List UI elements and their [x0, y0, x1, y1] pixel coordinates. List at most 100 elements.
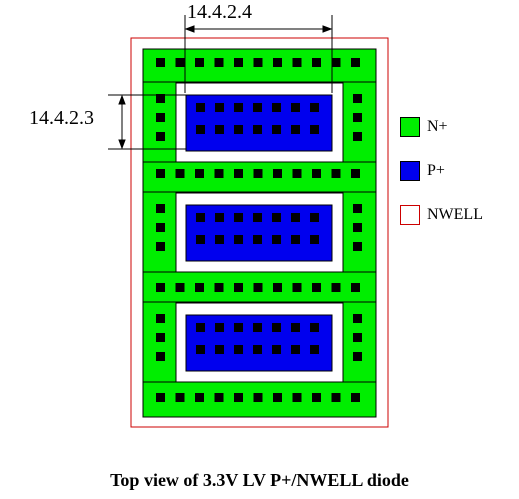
nplus-strip-contact [234, 393, 243, 402]
pplus-contact [196, 345, 205, 354]
nplus-right-contact [353, 113, 362, 122]
pplus-contact [272, 235, 281, 244]
diagram-caption: Top view of 3.3V LV P+/NWELL diode [110, 470, 409, 490]
dimension-markers [108, 15, 333, 150]
pplus-contact [272, 103, 281, 112]
legend-swatch-pplus [400, 161, 420, 181]
nplus-strip-contact [312, 58, 321, 67]
pplus-contact [215, 125, 224, 134]
pplus-contact [310, 213, 319, 222]
pplus-contact [310, 103, 319, 112]
pplus-contact [272, 213, 281, 222]
nplus-strip-contact [214, 169, 224, 178]
nplus-strip-contact [253, 283, 263, 292]
pplus-contact [291, 213, 300, 222]
pplus-contact [234, 235, 243, 244]
pplus-contact [253, 125, 262, 134]
nplus-strip-contact [175, 393, 185, 402]
pplus-contact [215, 103, 224, 112]
nplus-strip-contact [351, 58, 360, 67]
legend-swatch-nplus [400, 117, 420, 137]
nplus-strip-contact [331, 58, 341, 67]
pplus-contact [272, 323, 281, 332]
nplus-left-contact [156, 314, 165, 323]
dimension-label-horizontal: 14.4.2.4 [187, 1, 252, 23]
diode-layout-diagram [108, 15, 389, 428]
pplus-contact [310, 125, 319, 134]
nplus-strip-contact [234, 283, 243, 292]
nplus-right-contact [353, 314, 362, 323]
contacts [156, 58, 362, 402]
pplus-contact [291, 103, 300, 112]
nplus-strip-contact [156, 169, 165, 178]
pplus-contact [310, 323, 319, 332]
nplus-strip-contact [253, 58, 263, 67]
nplus-strip-contact [195, 393, 204, 402]
nplus-left-contact [156, 352, 165, 361]
nplus-strip-contact [273, 283, 282, 292]
nplus-right-contact [353, 352, 362, 361]
pplus-contact [310, 235, 319, 244]
pplus-contact [215, 213, 224, 222]
legend-label-pplus: P+ [427, 162, 445, 179]
nplus-strip-contact [351, 169, 360, 178]
nplus-strip-contact [292, 58, 302, 67]
nplus-right-contact [353, 94, 362, 103]
pplus-contact [272, 345, 281, 354]
pplus-contact [253, 345, 262, 354]
nplus-strip-contact [292, 393, 302, 402]
nplus-strip-contact [195, 58, 204, 67]
nplus-strip-contact [292, 283, 302, 292]
pplus-region-1 [185, 94, 333, 152]
pplus-contact [234, 213, 243, 222]
nplus-strip-contact [273, 393, 282, 402]
pplus-contact [291, 345, 300, 354]
dim-horizontal-arrow-left [184, 25, 195, 33]
nwell-outline [130, 37, 389, 428]
pplus-contact [291, 323, 300, 332]
nplus-strip-contact [351, 283, 360, 292]
nplus-strip-contact [312, 169, 321, 178]
pplus-contact [272, 125, 281, 134]
pplus-contact [253, 213, 262, 222]
nplus-strip-contact [214, 393, 224, 402]
nplus-strip-contact [195, 283, 204, 292]
nplus-left-contact [156, 94, 165, 103]
nplus-left-contact [156, 242, 165, 251]
nplus-strip-contact [175, 169, 185, 178]
legend-label-nwell: NWELL [427, 206, 483, 223]
pplus-contact [215, 345, 224, 354]
nplus-strip-contact [312, 283, 321, 292]
dim-horizontal-arrow-right [322, 25, 333, 33]
pplus-contact [196, 213, 205, 222]
pplus-contact [253, 323, 262, 332]
nplus-strip-contact [234, 169, 243, 178]
pplus-contact [234, 345, 243, 354]
pplus-contact [291, 235, 300, 244]
nplus-strip-contact [331, 393, 341, 402]
pplus-contact [234, 103, 243, 112]
dimension-label-vertical: 14.4.2.3 [29, 107, 94, 129]
pplus-contact [196, 125, 205, 134]
nplus-strip-contact [312, 393, 321, 402]
nplus-strip-contact [351, 393, 360, 402]
legend-label-nplus: N+ [427, 118, 448, 135]
pplus-regions [175, 82, 344, 383]
legend-swatch-nwell [400, 205, 420, 225]
pplus-contact [310, 345, 319, 354]
nplus-strip-contact [175, 283, 185, 292]
nplus-right-contact [353, 333, 362, 342]
pplus-contact [196, 323, 205, 332]
nplus-strip-contact [234, 58, 243, 67]
nplus-right-contact [353, 223, 362, 232]
nplus-strip-contact [156, 393, 165, 402]
pplus-region-2 [185, 204, 333, 262]
nplus-left-contact [156, 113, 165, 122]
nplus-strip-contact [195, 169, 204, 178]
dim-vertical-arrow-bottom [118, 139, 126, 150]
nplus-strip-contact [214, 283, 224, 292]
nplus-strip-contact [331, 283, 341, 292]
nplus-strip-contact [156, 283, 165, 292]
pplus-contact [215, 235, 224, 244]
nplus-left-contact [156, 204, 165, 213]
